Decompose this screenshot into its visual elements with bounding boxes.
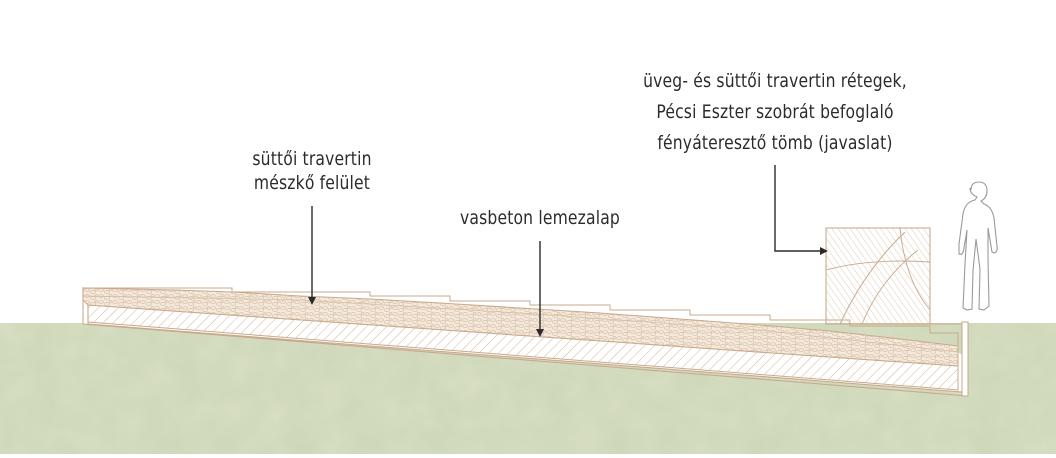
leader-lines <box>308 165 828 337</box>
label-travertine-surface-line1: süttői travertin <box>252 148 372 170</box>
leader-surface-arrowhead <box>308 297 316 305</box>
block-platform <box>826 322 963 325</box>
label-concrete-slab-text: vasbeton lemezalap <box>460 207 620 229</box>
leader-block-arrowhead <box>820 247 828 255</box>
human-scale-figure <box>958 181 998 311</box>
label-light-block-line3: fényáteresztő tömb (javaslat) <box>657 132 893 154</box>
label-travertine-surface: süttői travertin mészkő felület <box>238 147 386 195</box>
label-concrete-slab: vasbeton lemezalap <box>446 206 635 230</box>
label-light-block: üveg- és süttői travertin rétegek, Pécsi… <box>615 66 935 159</box>
leader-block <box>774 165 823 252</box>
light-block <box>825 227 931 325</box>
label-travertine-surface-line2: mészkő felület <box>253 172 371 194</box>
label-light-block-line1: üveg- és süttői travertin rétegek, <box>643 70 907 92</box>
leader-slab-arrowhead <box>536 329 544 337</box>
travertine-layers <box>82 287 959 367</box>
label-light-block-line2: Pécsi Eszter szobrát befoglaló <box>656 101 894 123</box>
